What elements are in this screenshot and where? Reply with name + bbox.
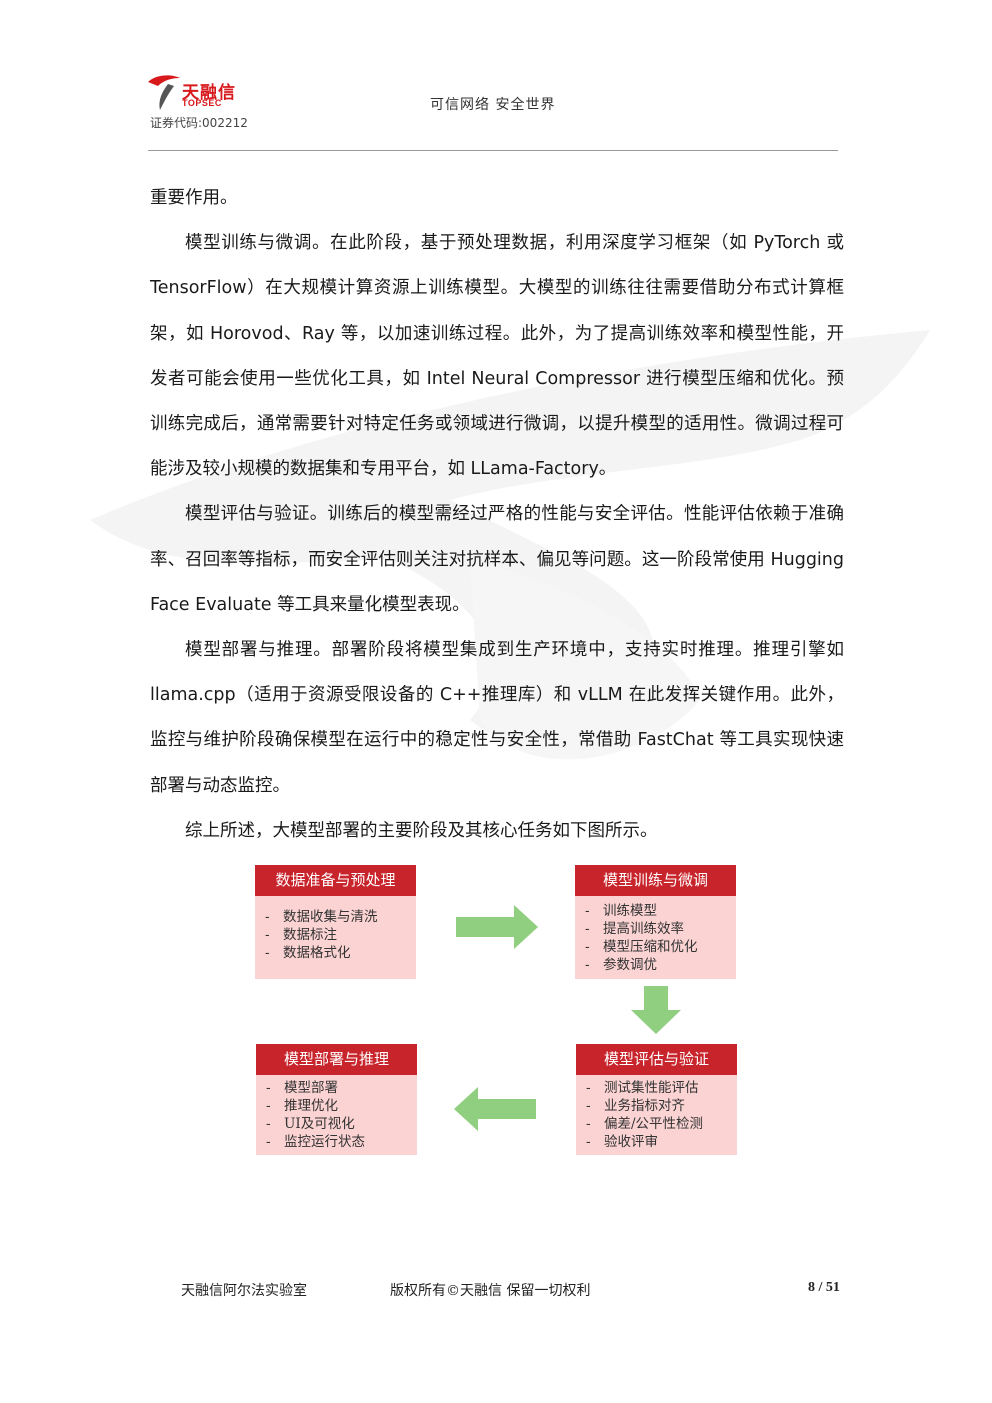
stage-task-list: -训练模型 -提高训练效率 -模型压缩和优化 -参数调优 <box>575 896 736 982</box>
footer-copyright: 版权所有©天融信 保留一切权利 <box>390 1283 591 1299</box>
stage-task-list: -数据收集与清洗 -数据标注 -数据格式化 <box>255 896 416 970</box>
stage-task: -训练模型 <box>585 903 657 919</box>
stage-task: -参数调优 <box>585 957 657 973</box>
stage-task: -提高训练效率 <box>585 921 684 937</box>
header-divider <box>148 150 838 151</box>
footer-lab-name: 天融信阿尔法实验室 <box>181 1283 307 1299</box>
stage-task: -验收评审 <box>586 1134 658 1150</box>
logo-english-name: TOPSEC <box>182 98 222 108</box>
stage-task: -数据收集与清洗 <box>265 909 378 925</box>
paragraph: 综上所述，大模型部署的主要阶段及其核心任务如下图所示。 <box>185 820 658 841</box>
header-slogan: 可信网络 安全世界 <box>430 97 556 113</box>
stage-model-deployment: 模型部署与推理 -模型部署 -推理优化 -UI及可视化 -监控运行状态 <box>256 1044 417 1155</box>
stage-title: 模型评估与验证 <box>576 1044 737 1075</box>
stage-task: -业务指标对齐 <box>586 1098 685 1114</box>
stage-task: -数据标注 <box>265 927 337 943</box>
arrow-left-icon <box>454 1087 536 1131</box>
arrow-down-icon <box>631 986 681 1034</box>
paragraph: 模型部署与推理。部署阶段将模型集成到生产环境中，支持实时推理。推理引擎如 lla… <box>150 640 844 796</box>
stage-task: -UI及可视化 <box>266 1116 355 1132</box>
paragraph: 模型训练与微调。在此阶段，基于预处理数据，利用深度学习框架（如 PyTorch … <box>150 233 844 480</box>
arrow-right-icon <box>456 905 538 949</box>
document-body: 重要作用。 模型训练与微调。在此阶段，基于预处理数据，利用深度学习框架（如 Py… <box>150 176 844 854</box>
stage-task: -模型部署 <box>266 1080 338 1096</box>
stage-model-evaluation: 模型评估与验证 -测试集性能评估 -业务指标对齐 -偏差/公平性检测 -验收评审 <box>576 1044 737 1155</box>
stage-task-list: -模型部署 -推理优化 -UI及可视化 -监控运行状态 <box>256 1075 417 1159</box>
stage-task: -推理优化 <box>266 1098 338 1114</box>
stage-task: -监控运行状态 <box>266 1134 365 1150</box>
paragraph: 重要作用。 <box>150 188 238 208</box>
stage-title: 模型训练与微调 <box>575 865 736 896</box>
stage-title: 数据准备与预处理 <box>255 865 416 896</box>
topsec-logo-icon <box>148 75 180 110</box>
company-logo: 天融信 TOPSEC <box>146 72 266 132</box>
stage-task: -测试集性能评估 <box>586 1080 699 1096</box>
stage-title: 模型部署与推理 <box>256 1044 417 1075</box>
stage-task: -偏差/公平性检测 <box>586 1116 704 1132</box>
stock-code: 证券代码:002212 <box>150 116 248 130</box>
stage-task: -数据格式化 <box>265 945 351 961</box>
page-number: 8 / 51 <box>808 1280 840 1295</box>
stage-task-list: -测试集性能评估 -业务指标对齐 -偏差/公平性检测 -验收评审 <box>576 1075 737 1159</box>
paragraph: 模型评估与验证。训练后的模型需经过严格的性能与安全评估。性能评估依赖于准确率、召… <box>150 504 844 615</box>
stage-data-preparation: 数据准备与预处理 -数据收集与清洗 -数据标注 -数据格式化 <box>255 865 416 979</box>
logo-chinese-name: 天融信 <box>182 83 236 103</box>
deployment-stages-diagram: 数据准备与预处理 -数据收集与清洗 -数据标注 -数据格式化 模型训练与微调 -… <box>255 865 740 1160</box>
stage-task: -模型压缩和优化 <box>585 939 698 955</box>
stage-model-training: 模型训练与微调 -训练模型 -提高训练效率 -模型压缩和优化 -参数调优 <box>575 865 736 979</box>
